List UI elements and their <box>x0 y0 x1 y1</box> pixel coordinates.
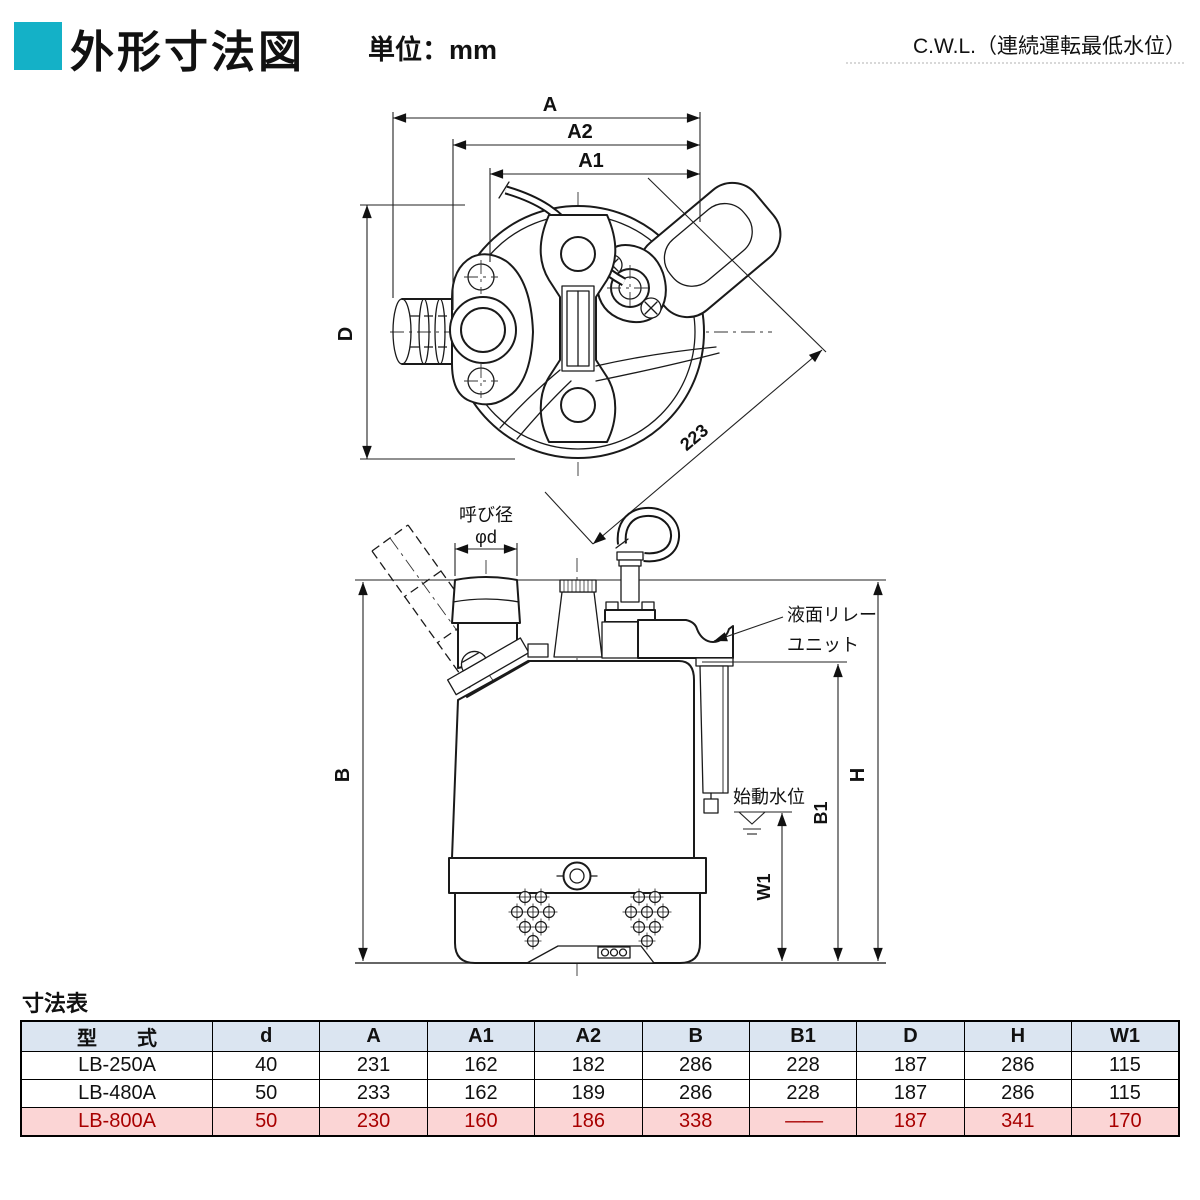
value-cell: 115 <box>1071 1079 1180 1108</box>
value-cell: 187 <box>856 1107 965 1137</box>
value-cell: 187 <box>856 1051 965 1080</box>
dimension-drawing: A A2 A1 D 223 <box>332 94 886 976</box>
unit-label: 単位：mm <box>368 35 498 65</box>
model-cell: LB-800A <box>20 1107 213 1137</box>
value-cell: 40 <box>211 1051 321 1080</box>
column-header-d: d <box>211 1020 321 1052</box>
dim-label-d: D <box>335 327 357 341</box>
column-header-b1: B1 <box>748 1020 858 1052</box>
relay-unit-label-line2: ユニット <box>787 635 859 655</box>
top-view-drawing: A A2 A1 D 223 <box>335 94 827 545</box>
pump-body <box>448 659 707 964</box>
value-cell: 338 <box>641 1107 750 1137</box>
value-cell: 182 <box>534 1051 643 1080</box>
pump-side-view <box>355 506 886 976</box>
side-view-drawing: B H B1 W1 呼び径 φd 液面リレー ユニット 始動水位 <box>332 505 886 976</box>
column-header-a: A <box>319 1020 428 1052</box>
nominal-diameter-label-line2: φd <box>475 527 497 547</box>
value-cell: —— <box>748 1107 858 1137</box>
cable-gland <box>527 579 603 658</box>
model-cell: LB-480A <box>20 1079 213 1108</box>
dim-label-b: B <box>332 768 354 782</box>
value-cell: 162 <box>426 1079 536 1108</box>
table-caption: 寸法表 <box>22 991 89 1016</box>
side-view-dimensions: B H B1 W1 呼び径 φd 液面リレー ユニット 始動水位 <box>332 505 883 961</box>
start-water-level-symbol <box>734 811 792 835</box>
value-cell: 50 <box>211 1107 321 1137</box>
value-cell: 187 <box>856 1079 965 1108</box>
discharge-port-top-view <box>392 253 534 406</box>
dim-label-a2: A2 <box>567 121 593 143</box>
lifting-hook <box>601 506 680 659</box>
value-cell: 286 <box>641 1079 750 1108</box>
dim-label-b1: B1 <box>811 801 831 824</box>
elbow-flange <box>446 637 530 696</box>
value-cell: 162 <box>426 1051 536 1080</box>
value-cell: 286 <box>963 1079 1073 1108</box>
float-weight <box>703 798 719 814</box>
relay-unit-label-line1: 液面リレー <box>787 605 877 625</box>
value-cell: 228 <box>748 1051 858 1080</box>
dim-label-h: H <box>847 768 869 782</box>
value-cell: 341 <box>963 1107 1073 1137</box>
value-cell: 230 <box>319 1107 428 1137</box>
cwl-note: C.W.L.（連続運転最低水位） <box>912 35 1186 58</box>
accent-square <box>14 22 62 70</box>
value-cell: 115 <box>1071 1051 1180 1080</box>
dim-label-a: A <box>543 94 557 116</box>
value-cell: 160 <box>426 1107 536 1137</box>
band-clamp-bolt <box>562 861 592 891</box>
cwl-dotted-rule <box>846 62 1184 64</box>
column-header-model: 型 式 <box>20 1020 213 1052</box>
value-cell: 50 <box>211 1079 321 1108</box>
value-cell: 170 <box>1071 1107 1180 1137</box>
dim-label-w1: W1 <box>754 874 774 901</box>
column-header-a2: A2 <box>534 1020 643 1052</box>
column-header-w1: W1 <box>1071 1020 1180 1052</box>
nominal-diameter-label-line1: 呼び径 <box>459 505 513 525</box>
value-cell: 186 <box>534 1107 643 1137</box>
value-cell: 286 <box>963 1051 1073 1080</box>
column-header-h: H <box>963 1020 1073 1052</box>
page-title: 外形寸法図 <box>70 28 305 77</box>
value-cell: 228 <box>748 1079 858 1108</box>
column-header-a1: A1 <box>426 1020 536 1052</box>
start-water-level-label: 始動水位 <box>733 787 805 807</box>
column-header-b: B <box>641 1020 750 1052</box>
value-cell: 286 <box>641 1051 750 1080</box>
value-cell: 189 <box>534 1079 643 1108</box>
model-cell: LB-250A <box>20 1051 213 1080</box>
dim-label-223: 223 <box>676 420 712 455</box>
value-cell: 231 <box>319 1051 428 1080</box>
dim-label-a1: A1 <box>578 150 604 172</box>
pump-top-view <box>390 181 782 480</box>
column-header-d: D <box>856 1020 965 1052</box>
value-cell: 233 <box>319 1079 428 1108</box>
